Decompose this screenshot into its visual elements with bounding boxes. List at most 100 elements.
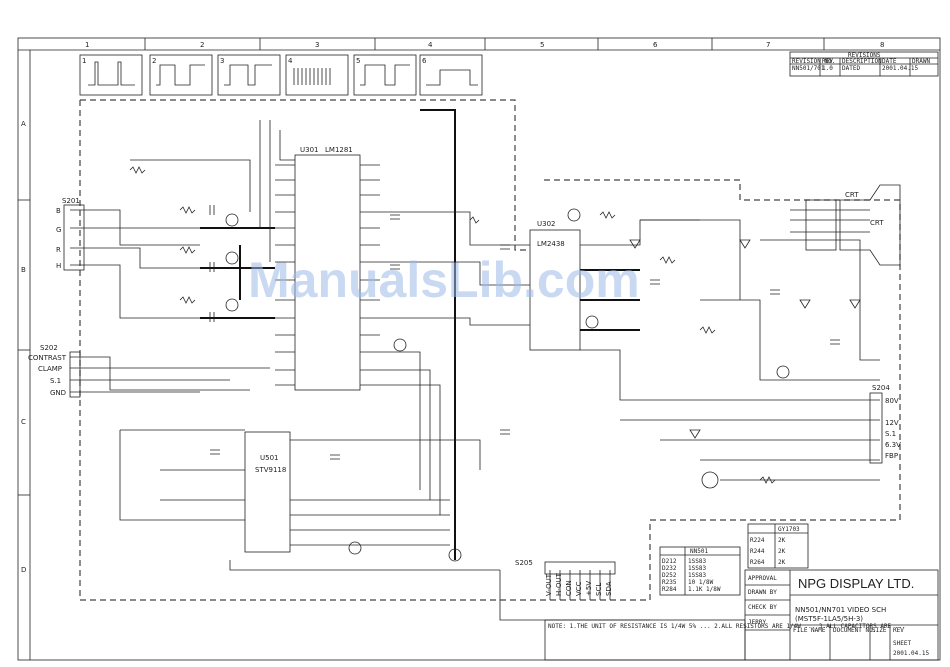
svg-text:CHECK BY: CHECK BY: [748, 604, 777, 611]
svg-text:2K: 2K: [778, 548, 786, 555]
svg-text:CONTRAST: CONTRAST: [28, 354, 67, 362]
svg-text:CLAMP: CLAMP: [38, 365, 62, 373]
svg-text:CRT: CRT: [845, 191, 859, 199]
svg-text:R235: R235: [662, 579, 677, 586]
wiring: [70, 120, 880, 621]
svg-text:U301: U301: [300, 146, 318, 154]
svg-text:H-OUT: H-OUT: [555, 572, 563, 596]
svg-text:GND: GND: [50, 389, 66, 397]
svg-text:3: 3: [220, 57, 224, 65]
svg-text:U302: U302: [537, 220, 555, 228]
svg-text:REVISION NO.: REVISION NO.: [792, 58, 835, 65]
svg-text:LM2438: LM2438: [537, 240, 565, 248]
svg-text:R: R: [56, 246, 61, 254]
svg-text:V-OUT: V-OUT: [545, 573, 553, 596]
svg-text:NN501: NN501: [690, 548, 708, 555]
svg-text:S205: S205: [515, 559, 533, 567]
col-label: 5: [540, 41, 544, 49]
svg-text:6.3V: 6.3V: [885, 441, 901, 449]
svg-text:2: 2: [152, 57, 156, 65]
svg-text:REV: REV: [822, 58, 833, 65]
svg-text:80V: 80V: [885, 397, 899, 405]
svg-text:6: 6: [422, 57, 427, 65]
svg-text:DATED: DATED: [842, 65, 860, 72]
col-label: 3: [315, 41, 319, 49]
svg-text:+5V: +5V: [585, 581, 593, 596]
svg-text:G: G: [56, 226, 61, 234]
svg-text:2K: 2K: [778, 559, 786, 566]
svg-text:2001.04.15: 2001.04.15: [893, 650, 930, 657]
sheet-border: [17, 37, 941, 661]
svg-text:B: B: [56, 207, 61, 215]
svg-text:D232: D232: [662, 565, 677, 572]
ic-u501: [244, 431, 291, 553]
svg-text:R264: R264: [750, 559, 765, 566]
svg-text:DOCUMENT NO.: DOCUMENT NO.: [833, 627, 876, 634]
svg-text:12V: 12V: [885, 419, 899, 427]
ic-u301: [294, 154, 361, 391]
svg-text:NN501/NN701 VIDEO SCH: NN501/NN701 VIDEO SCH: [795, 606, 886, 614]
connector-s205: S205 V-OUT H-OUT CON VCC +5V SCL SDA: [515, 559, 616, 596]
svg-text:REV: REV: [893, 627, 904, 634]
notes-block: NOTE: 1.THE UNIT OF RESISTANCE IS 1/4W 5…: [544, 619, 906, 661]
svg-text:S202: S202: [40, 344, 58, 352]
svg-text:1.1K 1/8W: 1.1K 1/8W: [688, 586, 721, 593]
svg-text:DRAWN BY: DRAWN BY: [748, 589, 777, 596]
svg-text:APPROVAL: APPROVAL: [748, 575, 777, 582]
svg-text:DRAWN: DRAWN: [912, 58, 930, 65]
crt-tube: CRT CRT: [805, 184, 901, 266]
svg-text:2001.04.15: 2001.04.15: [882, 65, 919, 72]
svg-text:NN501/701: NN501/701: [792, 65, 825, 72]
title-block: NPG DISPLAY LTD. NN501/NN701 VIDEO SCH (…: [744, 569, 939, 661]
svg-text:S.1: S.1: [885, 430, 896, 438]
col-label: 6: [653, 41, 658, 49]
svg-text:D: D: [21, 566, 26, 574]
svg-text:5: 5: [356, 57, 360, 65]
row-markers: A B C D: [18, 120, 30, 574]
svg-text:SCL: SCL: [595, 583, 603, 596]
svg-text:JERRY: JERRY: [748, 619, 766, 626]
svg-text:1: 1: [82, 57, 86, 65]
svg-text:CRT: CRT: [870, 219, 884, 227]
svg-text:LM1281: LM1281: [325, 146, 353, 154]
svg-text:CON: CON: [565, 580, 573, 596]
svg-text:(MST5F-1LA5/5H-3): (MST5F-1LA5/5H-3): [795, 615, 863, 623]
svg-text:R284: R284: [662, 586, 677, 593]
svg-text:B: B: [21, 266, 26, 274]
svg-text:DESCRIPTION: DESCRIPTION: [842, 58, 882, 65]
svg-text:D252: D252: [662, 572, 677, 579]
svg-text:A: A: [21, 120, 26, 128]
svg-text:SDA: SDA: [605, 581, 613, 596]
svg-text:SHEET: SHEET: [893, 640, 911, 647]
svg-text:SIZE: SIZE: [872, 627, 887, 634]
components: [129, 166, 861, 562]
variant-part-table: NN501 D212 1SS83 D232 1SS83 D252 1SS83 R…: [659, 546, 741, 596]
col-label: 1: [85, 41, 89, 49]
svg-text:4: 4: [288, 57, 293, 65]
model-part-table: GY1703 R224 2K R244 2K R264 2K: [747, 523, 809, 569]
svg-text:1SS83: 1SS83: [688, 558, 706, 565]
watermark: ManualsLib.com: [248, 252, 640, 308]
svg-text:S201: S201: [62, 197, 80, 205]
svg-text:REVISIONS: REVISIONS: [848, 52, 881, 59]
column-markers: 1 2 3 4 5 6 7 8: [85, 38, 884, 50]
waveform-boxes: 1 2 3 4 5 6: [79, 54, 483, 96]
svg-text:U501: U501: [260, 454, 278, 462]
connector-s202: S202 CONTRAST CLAMP S.1 GND: [28, 344, 81, 398]
svg-text:1SS83: 1SS83: [688, 565, 706, 572]
svg-text:1.0: 1.0: [822, 65, 833, 72]
svg-text:S204: S204: [872, 384, 890, 392]
svg-text:D212: D212: [662, 558, 677, 565]
svg-text:C: C: [21, 418, 26, 426]
svg-text:VCC: VCC: [575, 581, 583, 596]
col-label: 7: [766, 41, 770, 49]
svg-text:STV9118: STV9118: [255, 466, 286, 474]
svg-text:NOTE: 1.THE UNIT OF RESISTANCE: NOTE: 1.THE UNIT OF RESISTANCE IS 1/4W 5…: [548, 623, 906, 630]
col-label: 4: [428, 41, 433, 49]
svg-text:1SS83: 1SS83: [688, 572, 706, 579]
col-label: 2: [200, 41, 204, 49]
svg-text:NPG DISPLAY LTD.: NPG DISPLAY LTD.: [798, 576, 914, 591]
connector-s204: S204 80V 12V S.1 6.3V FBP: [869, 384, 901, 464]
svg-text:FILE NAME: FILE NAME: [793, 627, 826, 634]
